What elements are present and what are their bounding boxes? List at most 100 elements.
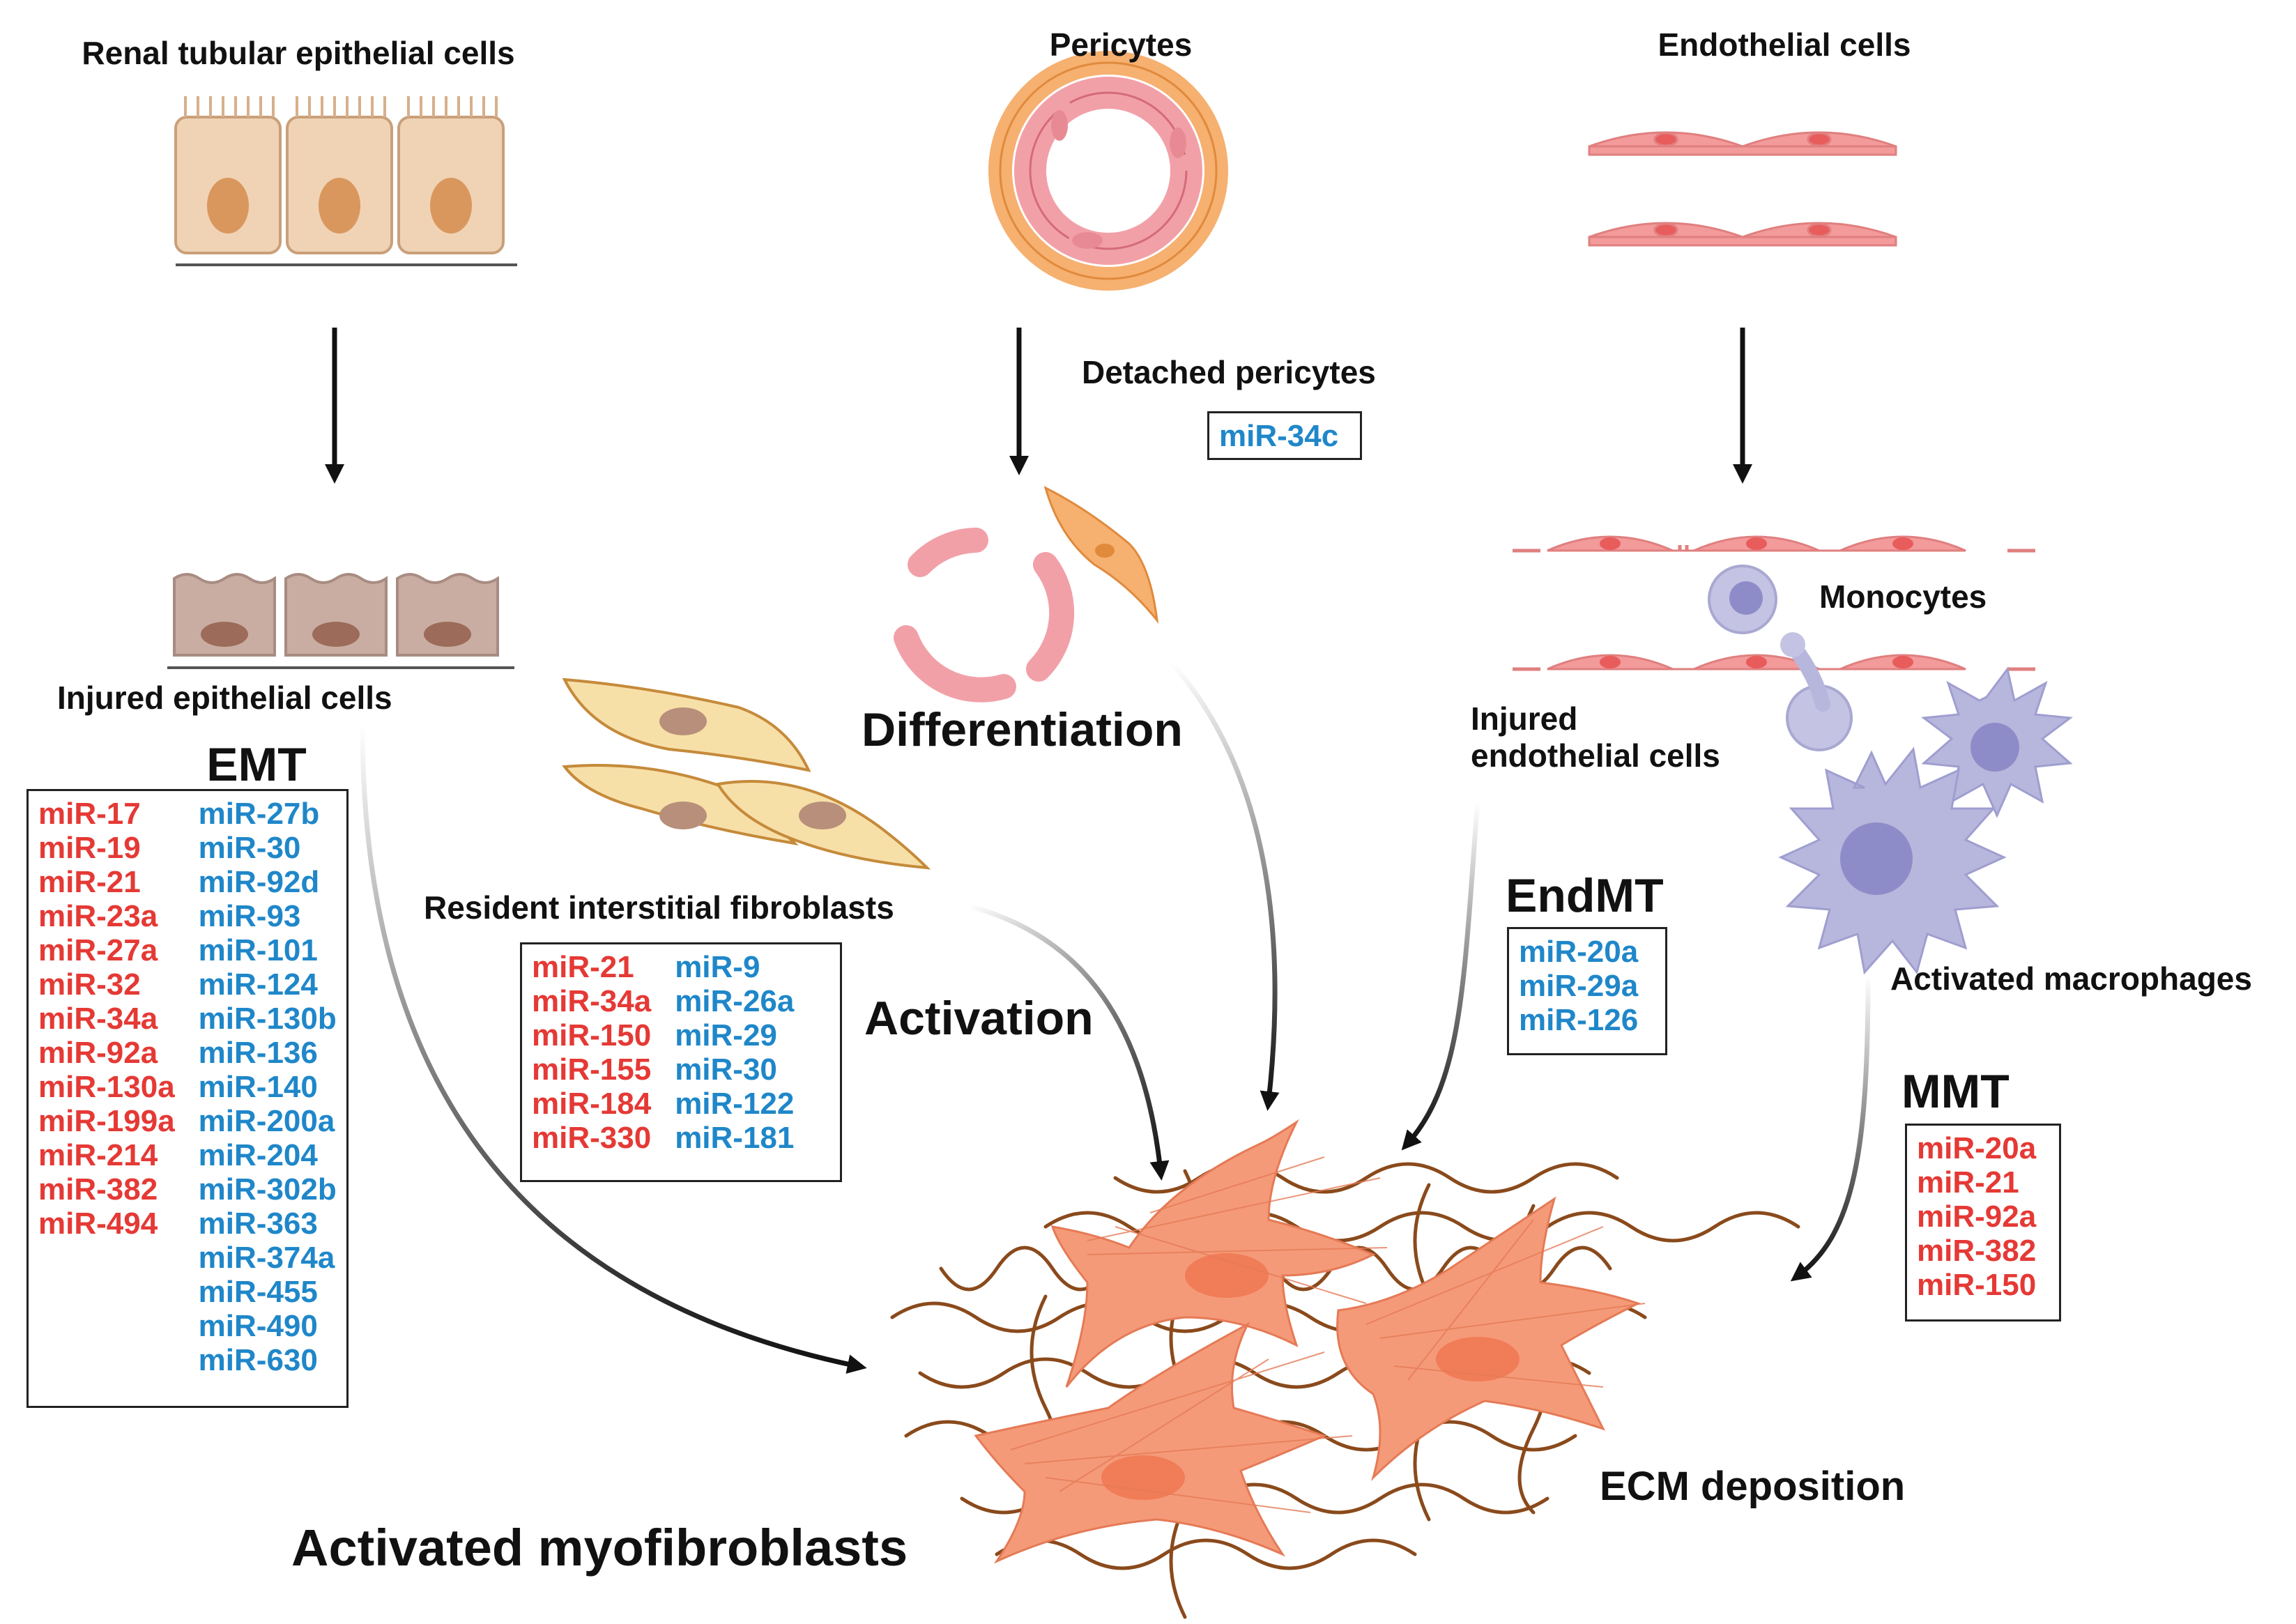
label-emt: EMT: [206, 738, 307, 791]
mirna-item: miR-155: [532, 1052, 652, 1087]
mirna-item: miR-150: [532, 1018, 652, 1052]
mirna-item: miR-140: [198, 1070, 318, 1104]
mirna-item: miR-9: [675, 950, 760, 984]
label-activated-macrophages: Activated macrophages: [1890, 960, 2252, 997]
mirna-downregulated-column: miR-34c: [1219, 419, 1339, 453]
mirna-item: miR-29a: [1519, 969, 1639, 1003]
mirna-item: miR-204: [198, 1138, 318, 1172]
mirna-item: miR-124: [198, 967, 318, 1002]
mirna-item: miR-92a: [38, 1036, 158, 1070]
label-mmt: MMT: [1901, 1065, 2010, 1118]
mirna-item: miR-130b: [198, 1002, 337, 1036]
mirna-item: miR-150: [1917, 1268, 2037, 1302]
arrows-straight: [325, 328, 1752, 484]
monocytes: [1708, 565, 1853, 751]
mirna-item: miR-122: [675, 1087, 795, 1121]
mirna-item: miR-494: [38, 1206, 158, 1241]
label-activation: Activation: [864, 992, 1094, 1045]
mirna-item: miR-184: [532, 1087, 652, 1121]
mirna-item: miR-455: [198, 1275, 318, 1309]
mirna-item: miR-130a: [38, 1070, 175, 1104]
mirna-item: miR-363: [198, 1206, 318, 1241]
label-differentiation: Differentiation: [862, 703, 1183, 756]
mirna-item: miR-101: [198, 933, 318, 967]
stress-fibers: [1010, 1156, 1646, 1513]
label-injured: Injured: [1471, 700, 1578, 737]
label-renal-tubular-epithelial-cells: Renal tubular epithelial cells: [82, 35, 515, 71]
mirna-item: miR-21: [38, 865, 141, 899]
mirna-item: miR-34c: [1219, 419, 1339, 453]
mirna-item: miR-21: [532, 950, 634, 984]
mirna-item: miR-630: [198, 1343, 318, 1377]
mirna-item: miR-181: [675, 1121, 795, 1155]
mirna-item: miR-29: [675, 1018, 777, 1052]
mirna-item: miR-30: [675, 1052, 777, 1087]
label-endothelial-cells: Endothelial cells: [1658, 26, 1911, 63]
mirna-item: miR-17: [38, 797, 141, 831]
resident-fibroblasts: [562, 677, 931, 870]
mirna-item: miR-23a: [38, 899, 158, 933]
mirna-item: miR-19: [38, 831, 141, 865]
arrow-mmt: [1790, 975, 1871, 1282]
mirna-item: miR-126: [1519, 1003, 1639, 1037]
arrow-endmt: [1401, 801, 1480, 1151]
mirna-item: miR-32: [38, 967, 141, 1002]
mirna-item: miR-92a: [1917, 1200, 2037, 1234]
label-endothelial-cells-injured: endothelial cells: [1471, 737, 1720, 774]
label-activated-myofibroblasts: Activated myofibroblasts: [291, 1519, 908, 1577]
label-monocytes: Monocytes: [1819, 579, 1987, 615]
mirna-item: miR-20a: [1917, 1131, 2037, 1165]
myofibroblast-cells: [974, 1119, 1641, 1564]
arrow-emt: [360, 724, 867, 1374]
mirna-item: miR-382: [38, 1172, 158, 1206]
mirna-box-pericyte: miR-34c: [1207, 411, 1362, 460]
mirna-item: miR-30: [198, 831, 301, 865]
injured-endothelium: [1513, 535, 2035, 671]
mirna-item: miR-200a: [198, 1104, 335, 1138]
mirna-item: miR-136: [198, 1036, 318, 1070]
arrow-activation: [968, 903, 1170, 1181]
pericyte-vessel: [988, 51, 1228, 291]
mirna-item: miR-27b: [198, 797, 320, 831]
mirna-item: miR-302b: [198, 1172, 337, 1206]
mirna-item: miR-92d: [198, 865, 320, 899]
label-ecm-deposition: ECM deposition: [1600, 1464, 1906, 1509]
label-endmt: EndMT: [1506, 869, 1664, 922]
mirna-item: miR-34a: [38, 1002, 158, 1036]
label-injured-epithelial-cells: Injured epithelial cells: [57, 680, 392, 716]
renal-tubular-epithelial-cells: [174, 96, 517, 266]
label-resident-interstitial-fibroblasts: Resident interstitial fibroblasts: [424, 889, 894, 926]
arrow-differentiation: [1169, 660, 1280, 1111]
injured-epithelial-cells: [167, 573, 514, 669]
label-pericytes: Pericytes: [1049, 26, 1193, 63]
mirna-item: miR-374a: [198, 1241, 335, 1275]
mirna-item: miR-21: [1917, 1165, 2019, 1200]
endothelial-cells: [1588, 131, 1897, 247]
mirna-item: miR-93: [198, 899, 301, 933]
arrows-curved: [360, 660, 1871, 1374]
detached-pericytes: [894, 486, 1159, 703]
mirna-item: miR-27a: [38, 933, 158, 967]
mirna-item: miR-199a: [38, 1104, 175, 1138]
mirna-item: miR-20a: [1519, 935, 1639, 969]
mirna-item: miR-382: [1917, 1234, 2037, 1268]
mirna-item: miR-330: [532, 1121, 652, 1155]
activated-macrophages: [1778, 666, 2073, 975]
label-detached-pericytes: Detached pericytes: [1082, 354, 1376, 390]
mirna-item: miR-26a: [675, 984, 795, 1018]
mirna-item: miR-34a: [532, 984, 652, 1018]
mirna-item: miR-490: [198, 1309, 318, 1343]
mirna-item: miR-214: [38, 1138, 158, 1172]
